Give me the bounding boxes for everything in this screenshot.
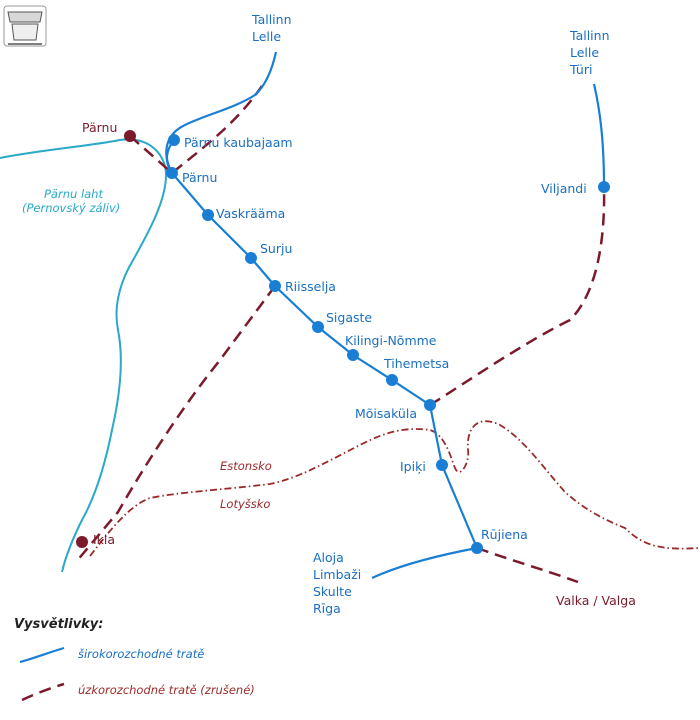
station-label-parnu-old: Pärnu	[82, 120, 117, 135]
station-dot-riisselja[interactable]	[269, 280, 281, 292]
station-dot-ikla[interactable]	[76, 536, 88, 548]
narrow-line-riisselja-ikla	[75, 285, 277, 563]
legend-broad-swatch	[19, 646, 65, 664]
coastline	[0, 138, 168, 573]
station-label-ikla: Ikla	[93, 532, 115, 547]
dest-south-right: Valka / Valga	[556, 593, 636, 608]
legend-narrow-label: úzkorozchodné tratě (zrušené)	[78, 683, 255, 697]
narrow-line-parnu-lelle	[129, 85, 264, 175]
station-dot-viljandi[interactable]	[598, 181, 610, 193]
broad-stations	[166, 134, 610, 554]
station-label-tihemetsa: Tihemetsa	[383, 356, 449, 371]
bay-label-2: (Pernovský záliv)	[22, 201, 120, 215]
dest-north-right-2: Lelle	[570, 45, 599, 60]
closed-stations	[76, 130, 136, 548]
logo	[3, 5, 47, 47]
station-label-riisselja: Riisselja	[285, 279, 336, 294]
broad-line-viljandi	[592, 83, 606, 188]
dest-south-left-4: Rīga	[313, 601, 341, 616]
station-dot-kilingi[interactable]	[347, 349, 359, 361]
station-label-viljandi: Viljandi	[541, 181, 587, 196]
station-dot-parnu-kaubajaam[interactable]	[168, 134, 180, 146]
country-label-estonia: Estonsko	[220, 459, 272, 473]
dest-south-left-1: Aloja	[313, 550, 344, 565]
narrow-line-moisakula-viljandi	[429, 186, 606, 407]
broad-line-main	[165, 51, 479, 549]
station-dot-moisakula[interactable]	[424, 399, 436, 411]
legend-narrow-swatch	[21, 682, 65, 702]
dest-north-left-1: Tallinn	[251, 12, 292, 27]
station-dot-ipiki[interactable]	[436, 459, 448, 471]
narrow-line-rujiena-valka	[476, 546, 579, 584]
station-label-kilingi: Kilingi-Nõmme	[345, 333, 437, 348]
country-border	[89, 420, 700, 557]
station-dot-rujiena[interactable]	[471, 542, 483, 554]
station-dot-tihemetsa[interactable]	[386, 374, 398, 386]
station-dot-vaskraama[interactable]	[202, 209, 214, 221]
station-label-surju: Surju	[260, 241, 292, 256]
station-dot-parnu-old[interactable]	[124, 130, 136, 142]
dest-south-left-3: Skulte	[313, 584, 352, 599]
dest-north-left-2: Lelle	[252, 29, 281, 44]
station-label-ipiki: Ipiķi	[400, 459, 426, 474]
bay-label-1: Pärnu laht	[44, 187, 103, 201]
station-label-rujiena: Rūjiena	[481, 527, 528, 542]
station-dot-parnu[interactable]	[166, 167, 178, 179]
legend-broad-label: širokorozchodné tratě	[78, 647, 204, 661]
station-label-parnu-kaubajaam: Pärnu kaubajaam	[184, 135, 293, 150]
dest-south-left-2: Limbaži	[313, 567, 361, 582]
station-label-vaskraama: Vaskrääma	[216, 206, 285, 221]
legend-title: Vysvětlivky:	[14, 617, 103, 632]
station-dot-surju[interactable]	[245, 252, 257, 264]
narrow-gauge-lines	[75, 85, 606, 584]
broad-line-riga	[371, 546, 478, 579]
station-label-parnu: Pärnu	[182, 170, 217, 185]
legend: Vysvětlivky: širokorozchodné tratě úzkor…	[14, 617, 255, 702]
station-label-sigaste: Sigaste	[326, 310, 372, 325]
station-label-moisakula: Mõisaküla	[355, 406, 417, 421]
station-dot-sigaste[interactable]	[312, 321, 324, 333]
dest-north-right-1: Tallinn	[569, 28, 610, 43]
dest-north-right-3: Türi	[569, 62, 592, 77]
country-label-latvia: Lotyšsko	[220, 497, 270, 511]
